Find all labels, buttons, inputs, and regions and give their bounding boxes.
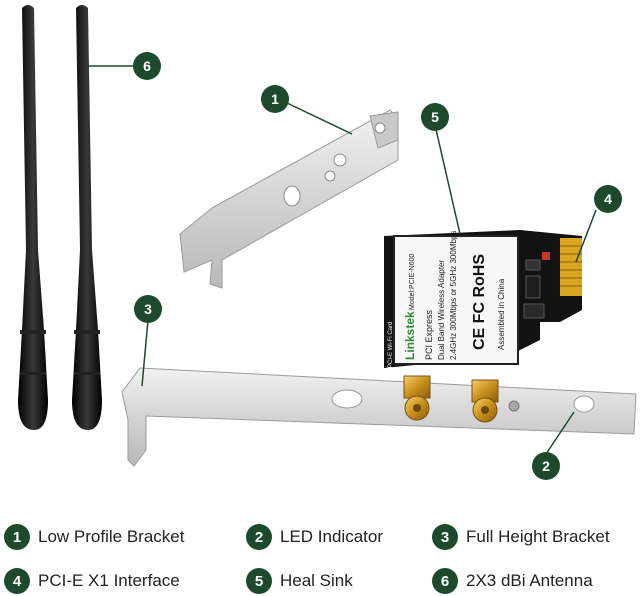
card-model: Model:PCIE-N600 xyxy=(409,253,416,310)
legend-item-5: 5 Heal Sink xyxy=(246,568,353,594)
leader-lines xyxy=(88,65,597,455)
sma-connector-left xyxy=(403,375,431,421)
legend-label-4: PCI-E X1 Interface xyxy=(38,571,180,590)
legend-label-2: LED Indicator xyxy=(280,527,383,546)
legend-label-3: Full Height Bracket xyxy=(466,527,610,546)
svg-text:5: 5 xyxy=(431,109,439,125)
legend-item-6: 6 2X3 dBi Antenna xyxy=(432,568,593,594)
card-line3: 2.4GHz 300Mbps or 5GHz 300Mbps xyxy=(449,231,458,360)
callout-6: 6 xyxy=(133,52,161,80)
legend-badge-2: 2 xyxy=(246,524,272,550)
card-brand: Linkstek xyxy=(403,311,417,360)
svg-text:3: 3 xyxy=(144,301,152,317)
legend-badge-3: 3 xyxy=(432,524,458,550)
legend-badge-4: 4 xyxy=(4,568,30,594)
svg-text:4: 4 xyxy=(604,191,612,207)
legend-item-4: 4 PCI-E X1 Interface xyxy=(4,568,180,594)
card-label: Linkstek PCI Express Dual Band Wireless … xyxy=(388,231,519,368)
legend-item-2: 2 LED Indicator xyxy=(246,524,383,550)
legend-item-3: 3 Full Height Bracket xyxy=(432,524,610,550)
legend-label-6: 2X3 dBi Antenna xyxy=(466,571,593,590)
card-line2: Dual Band Wireless Adapter xyxy=(437,260,446,360)
legend-item-1: 1 Low Profile Bracket xyxy=(4,524,184,550)
card-assembled: Assembled in China xyxy=(497,278,506,350)
legend-badge-5: 5 xyxy=(246,568,272,594)
callout-3: 3 xyxy=(134,295,162,323)
callout-1: 1 xyxy=(261,85,289,113)
sma-connector-right xyxy=(471,379,499,423)
legend-badge-1: 1 xyxy=(4,524,30,550)
card-side-text: PCI-E Wi-Fi Card xyxy=(388,322,394,368)
callout-4: 4 xyxy=(594,185,622,213)
product-diagram: Linkstek PCI Express Dual Band Wireless … xyxy=(18,5,637,480)
legend-badge-6: 6 xyxy=(432,568,458,594)
legend-label-1: Low Profile Bracket xyxy=(38,527,185,546)
low-profile-bracket xyxy=(179,109,399,289)
card-marks: CE FC RoHS xyxy=(471,254,488,350)
svg-text:2: 2 xyxy=(542,458,550,474)
callout-2: 2 xyxy=(532,452,560,480)
antenna-left xyxy=(18,5,48,430)
legend-label-5: Heal Sink xyxy=(280,571,353,590)
svg-text:1: 1 xyxy=(271,91,279,107)
svg-text:6: 6 xyxy=(143,58,151,74)
callout-5: 5 xyxy=(421,103,449,131)
full-height-bracket xyxy=(121,367,637,467)
antenna-right xyxy=(72,5,102,430)
card-line1: PCI Express xyxy=(424,309,434,360)
